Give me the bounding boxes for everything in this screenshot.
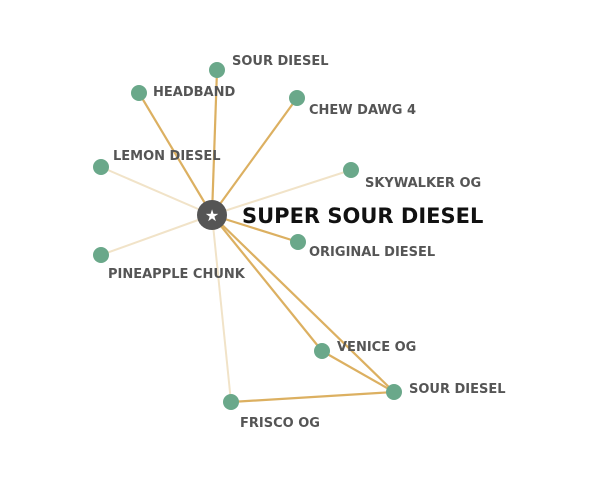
edge-center-chew-dawg-4 [211, 97, 298, 216]
node-label: HEADBAND [153, 85, 235, 100]
center-node[interactable]: ★ SUPER SOUR DIESEL [197, 200, 483, 230]
node-sour-diesel-top[interactable]: SOUR DIESEL [209, 54, 329, 78]
node-label: SOUR DIESEL [409, 382, 506, 397]
node-skywalker-og[interactable]: SKYWALKER OG [343, 162, 481, 191]
edge-venice-og-sour-diesel-bottom [321, 350, 395, 393]
center-node-label: SUPER SOUR DIESEL [242, 204, 483, 228]
node-label: FRISCO OG [240, 416, 320, 431]
edge-center-venice-og [211, 214, 323, 352]
node-label: SOUR DIESEL [232, 54, 329, 69]
node-label: VENICE OG [337, 340, 416, 355]
edge-frisco-og-sour-diesel-bottom [230, 390, 395, 404]
node-circle[interactable] [223, 394, 239, 410]
edges [100, 69, 395, 404]
node-lemon-diesel[interactable]: LEMON DIESEL [93, 149, 221, 175]
node-pineapple-chunk[interactable]: PINEAPPLE CHUNK [93, 247, 246, 282]
node-circle[interactable] [93, 247, 109, 263]
node-headband[interactable]: HEADBAND [131, 85, 235, 101]
nodes: SOUR DIESEL HEADBAND CHEW DAWG 4 LEMON DIES… [93, 54, 506, 431]
edge-center-skywalker-og [211, 169, 352, 216]
node-circle[interactable] [209, 62, 225, 78]
node-frisco-og[interactable]: FRISCO OG [223, 394, 320, 431]
node-circle[interactable] [93, 159, 109, 175]
node-sour-diesel-bottom[interactable]: SOUR DIESEL [386, 382, 506, 400]
star-icon: ★ [205, 208, 219, 225]
edge-center-frisco-og [211, 214, 232, 403]
node-label: PINEAPPLE CHUNK [108, 267, 246, 282]
node-original-diesel[interactable]: ORIGINAL DIESEL [290, 234, 435, 260]
edge-center-pineapple-chunk [100, 214, 213, 256]
node-venice-og[interactable]: VENICE OG [314, 340, 416, 359]
node-label: ORIGINAL DIESEL [309, 245, 435, 260]
edge-center-sour-diesel-top [210, 69, 219, 216]
node-label: LEMON DIESEL [113, 149, 221, 164]
node-chew-dawg-4[interactable]: CHEW DAWG 4 [289, 90, 416, 118]
edge-center-lemon-diesel [100, 166, 213, 216]
center-node-circle[interactable] [197, 200, 227, 230]
node-circle[interactable] [314, 343, 330, 359]
node-label: CHEW DAWG 4 [309, 103, 416, 118]
node-circle[interactable] [131, 85, 147, 101]
node-circle[interactable] [343, 162, 359, 178]
edge-center-original-diesel [211, 213, 299, 244]
edge-center-headband [138, 92, 213, 216]
node-label: SKYWALKER OG [365, 176, 481, 191]
node-circle[interactable] [386, 384, 402, 400]
node-circle[interactable] [289, 90, 305, 106]
edge-center-sour-diesel-bottom [211, 214, 395, 393]
node-circle[interactable] [290, 234, 306, 250]
